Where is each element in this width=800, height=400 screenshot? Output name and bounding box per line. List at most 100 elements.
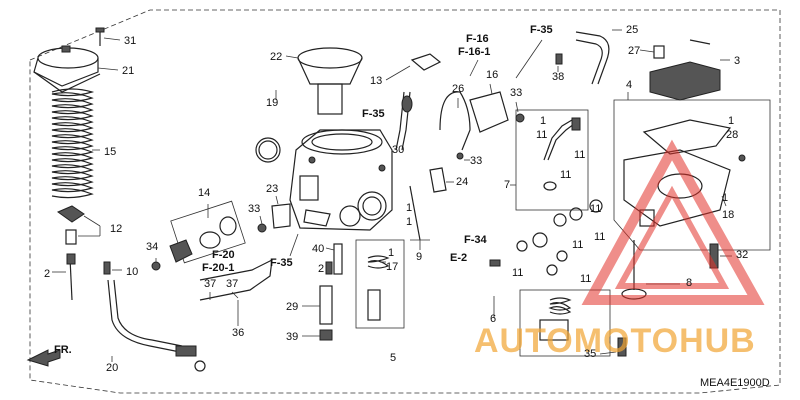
label-8: 8 bbox=[686, 277, 692, 289]
label-fr: FR. bbox=[54, 344, 72, 356]
label-40: 40 bbox=[312, 243, 324, 255]
label-9: 9 bbox=[416, 251, 422, 263]
float-valve-box bbox=[355, 239, 405, 329]
label-21: 21 bbox=[122, 65, 134, 77]
sensor-16 bbox=[469, 83, 509, 133]
wire-harness-26 bbox=[439, 91, 471, 151]
label-12: 12 bbox=[110, 223, 122, 235]
label-23: 23 bbox=[266, 183, 278, 195]
label-5: 5 bbox=[390, 352, 396, 364]
screw-35 bbox=[599, 337, 627, 357]
label-f35b: F-35 bbox=[362, 108, 385, 120]
label-17: 17 bbox=[386, 261, 398, 273]
choke-valve-14 bbox=[169, 200, 246, 264]
tube-3 bbox=[649, 39, 730, 101]
label-31: 31 bbox=[124, 35, 136, 47]
label-1f: 1 bbox=[722, 192, 728, 204]
bracket-23 bbox=[271, 195, 291, 229]
vacuum-piston-22 bbox=[285, 47, 363, 115]
link-arm-36 bbox=[199, 258, 273, 326]
heater-13 bbox=[385, 53, 442, 81]
label-20: 20 bbox=[106, 362, 118, 374]
pump-spring-6 bbox=[539, 297, 572, 341]
label-catalog-code: MEA4E1900D bbox=[700, 377, 770, 389]
label-11h: 11 bbox=[594, 231, 605, 243]
label-7: 7 bbox=[504, 179, 510, 191]
label-11f: 11 bbox=[512, 267, 523, 279]
label-f16-1: F-16-1 bbox=[458, 46, 490, 58]
label-18: 18 bbox=[722, 209, 734, 221]
front-arrow bbox=[26, 349, 61, 367]
label-14: 14 bbox=[198, 187, 210, 199]
f35c-leader bbox=[515, 39, 543, 79]
label-4: 4 bbox=[626, 79, 632, 91]
label-11a: 11 bbox=[536, 129, 547, 141]
label-24: 24 bbox=[456, 176, 468, 188]
label-27: 27 bbox=[628, 45, 640, 57]
vent-27 bbox=[639, 45, 665, 59]
label-15: 15 bbox=[104, 146, 116, 158]
label-22: 22 bbox=[270, 51, 282, 63]
label-38: 38 bbox=[552, 71, 564, 83]
label-30: 30 bbox=[392, 144, 404, 156]
label-6: 6 bbox=[490, 313, 496, 325]
spring-15 bbox=[51, 88, 100, 199]
label-f20: F-20 bbox=[212, 249, 235, 261]
label-35: 35 bbox=[584, 348, 596, 360]
label-33c: 33 bbox=[470, 155, 482, 167]
label-32: 32 bbox=[736, 249, 748, 261]
screw-31 bbox=[95, 27, 121, 46]
float-valve-17 bbox=[367, 255, 390, 321]
hose-30 bbox=[395, 91, 413, 151]
label-16: 16 bbox=[486, 69, 498, 81]
o-rings-11 bbox=[489, 199, 603, 276]
screw-33a bbox=[257, 215, 267, 233]
screw-33c bbox=[456, 152, 470, 161]
gasket-28 bbox=[642, 119, 732, 155]
label-1e: 1 bbox=[728, 115, 734, 127]
label-28: 28 bbox=[726, 129, 738, 141]
label-11c: 11 bbox=[560, 169, 571, 181]
label-f20-1: F-20-1 bbox=[202, 262, 234, 274]
needle-jet-29 bbox=[302, 285, 333, 325]
label-11d: 11 bbox=[590, 203, 601, 215]
label-1b: 1 bbox=[406, 202, 412, 214]
label-1d: 1 bbox=[540, 115, 546, 127]
label-13: 13 bbox=[370, 75, 382, 87]
label-f34: F-34 bbox=[464, 234, 488, 246]
f16-leader bbox=[469, 59, 479, 77]
jet-needle-2 bbox=[52, 253, 76, 301]
assembly-outline bbox=[29, 9, 781, 394]
watermark-text: AUTOMOTOHUB bbox=[474, 322, 756, 360]
label-11e: 11 bbox=[572, 239, 583, 251]
label-36: 36 bbox=[232, 327, 244, 339]
label-19: 19 bbox=[266, 97, 278, 109]
clip-10 bbox=[103, 261, 122, 275]
pipe-7 bbox=[543, 117, 581, 191]
label-2a: 2 bbox=[44, 268, 50, 280]
label-25: 25 bbox=[626, 24, 638, 36]
label-37a: 37 bbox=[204, 278, 216, 290]
label-3: 3 bbox=[734, 55, 740, 67]
watermark-logo bbox=[581, 139, 765, 305]
pump-box-6 bbox=[519, 289, 611, 357]
bracket-24 bbox=[429, 167, 454, 193]
label-26: 26 bbox=[452, 83, 464, 95]
jet-39 bbox=[302, 329, 333, 341]
label-34: 34 bbox=[146, 241, 158, 253]
label-1a: 1 bbox=[388, 247, 394, 259]
jet-40 bbox=[325, 243, 343, 275]
label-f16: F-16 bbox=[466, 33, 489, 45]
label-39: 39 bbox=[286, 331, 298, 343]
label-11g: 11 bbox=[580, 273, 591, 285]
screw-34 bbox=[151, 258, 161, 271]
label-37b: 37 bbox=[226, 278, 238, 290]
label-e2: E-2 bbox=[450, 252, 467, 264]
label-11b: 11 bbox=[574, 149, 585, 161]
label-2b: 2 bbox=[318, 263, 324, 275]
throttle-stop-9 bbox=[409, 185, 430, 250]
screw-33b bbox=[515, 101, 525, 123]
